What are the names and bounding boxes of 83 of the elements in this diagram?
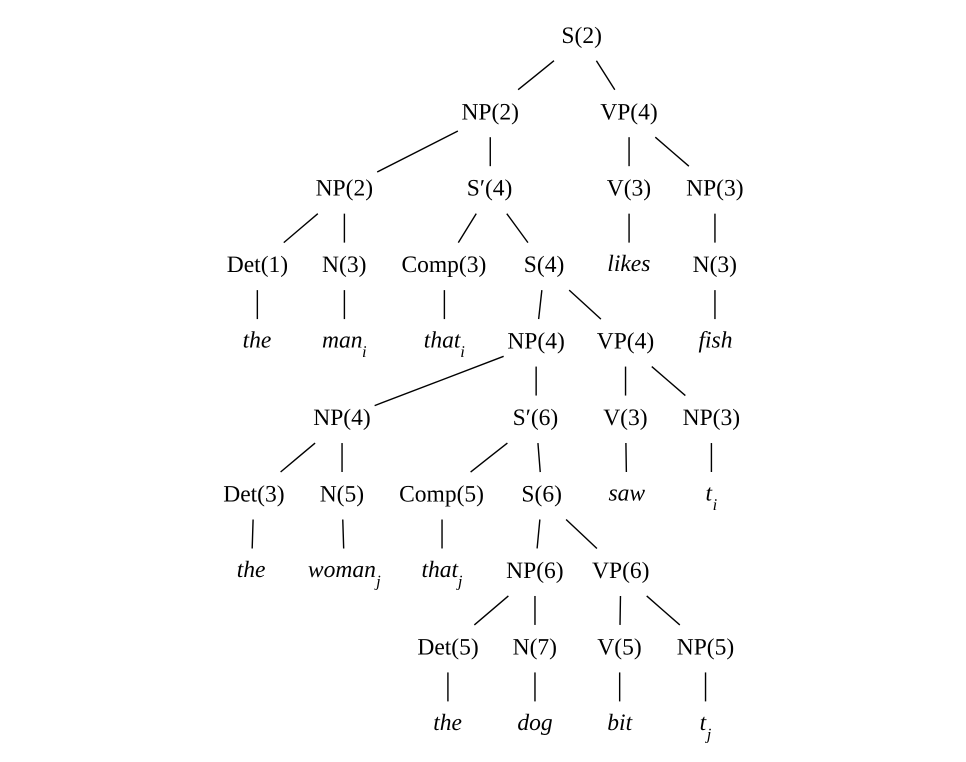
- connector: [595, 60, 615, 90]
- connector: [343, 214, 345, 243]
- connector: [342, 519, 344, 548]
- connector: [568, 290, 601, 320]
- connector: [704, 672, 706, 702]
- connector: [565, 518, 597, 549]
- node-text: dog: [516, 710, 552, 736]
- node-text: VP(4): [596, 328, 654, 355]
- connector: [457, 213, 476, 243]
- connector: [280, 442, 316, 473]
- node-text: Det(3): [222, 482, 284, 508]
- connector: [710, 443, 712, 472]
- node-text: N(7): [512, 634, 557, 660]
- connector: [624, 366, 626, 396]
- node-text: NP(2): [315, 176, 373, 202]
- connector: [646, 595, 680, 626]
- connector: [250, 519, 254, 548]
- node-text: NP(3): [686, 176, 744, 202]
- node-text: S′(6): [512, 405, 558, 432]
- connector: [536, 442, 540, 472]
- node-text: bit: [606, 710, 632, 736]
- connector: [534, 596, 536, 625]
- connector: [536, 519, 540, 549]
- node-text: S(4): [523, 252, 564, 278]
- node-text: likes: [606, 251, 650, 278]
- connector: [714, 214, 716, 243]
- connector: [624, 443, 627, 472]
- node-text: saw: [608, 480, 645, 506]
- node-text: the: [242, 327, 271, 354]
- node-text: t$_{i}$: [705, 480, 717, 514]
- connector: [506, 213, 528, 244]
- node-text: S(6): [520, 482, 562, 508]
- connector: [714, 290, 716, 320]
- node-text: that$_{j}$: [420, 556, 462, 590]
- connector: [618, 596, 621, 625]
- node-text: V(3): [602, 405, 648, 432]
- node-text: NP(2): [460, 99, 518, 126]
- connector: [340, 443, 342, 472]
- node-text: t$_{j}$: [699, 710, 711, 744]
- node-text: N(3): [692, 252, 736, 278]
- connector: [470, 442, 508, 473]
- connector: [440, 520, 442, 548]
- connector: [473, 595, 508, 626]
- connector: [256, 290, 258, 320]
- node-text: N(5): [319, 482, 364, 508]
- node-text: the: [236, 556, 265, 583]
- connector: [446, 672, 448, 702]
- node-text: S(2): [560, 22, 602, 49]
- node-text: Det(5): [416, 634, 478, 660]
- connector: [517, 60, 554, 90]
- node-text: S′(4): [466, 176, 512, 202]
- node-text: VP(6): [592, 558, 649, 584]
- node-text: fish: [698, 327, 732, 354]
- node-text: NP(3): [682, 405, 740, 432]
- node-text: that$_{i}$: [423, 327, 464, 361]
- connector: [343, 290, 345, 320]
- node-text: Comp(3): [400, 252, 486, 278]
- connector: [376, 130, 458, 173]
- node-text: NP(4): [506, 328, 564, 355]
- node-text: NP(4): [312, 405, 370, 432]
- node-text: NP(6): [506, 558, 564, 584]
- connector: [534, 672, 536, 702]
- node-text: woman$_{j}$: [307, 556, 380, 590]
- connector: [654, 136, 689, 167]
- connector: [282, 213, 318, 244]
- node-text: Comp(5): [398, 482, 484, 508]
- node-text: the: [432, 710, 462, 736]
- connector: [618, 672, 620, 702]
- node-text: VP(4): [600, 99, 658, 126]
- node-text: Det(1): [226, 252, 288, 278]
- connector: [628, 214, 630, 243]
- node-text: V(3): [606, 176, 651, 202]
- connector: [534, 366, 536, 396]
- node-text: N(3): [322, 252, 366, 278]
- connector: [628, 137, 630, 166]
- node-text: V(5): [596, 634, 642, 660]
- connector: [443, 290, 445, 320]
- node-text: NP(5): [676, 634, 734, 660]
- connector: [374, 356, 504, 406]
- connector: [489, 137, 490, 166]
- connector: [537, 290, 542, 320]
- node-text: man$_{i}$: [322, 327, 366, 361]
- connector: [650, 366, 686, 396]
